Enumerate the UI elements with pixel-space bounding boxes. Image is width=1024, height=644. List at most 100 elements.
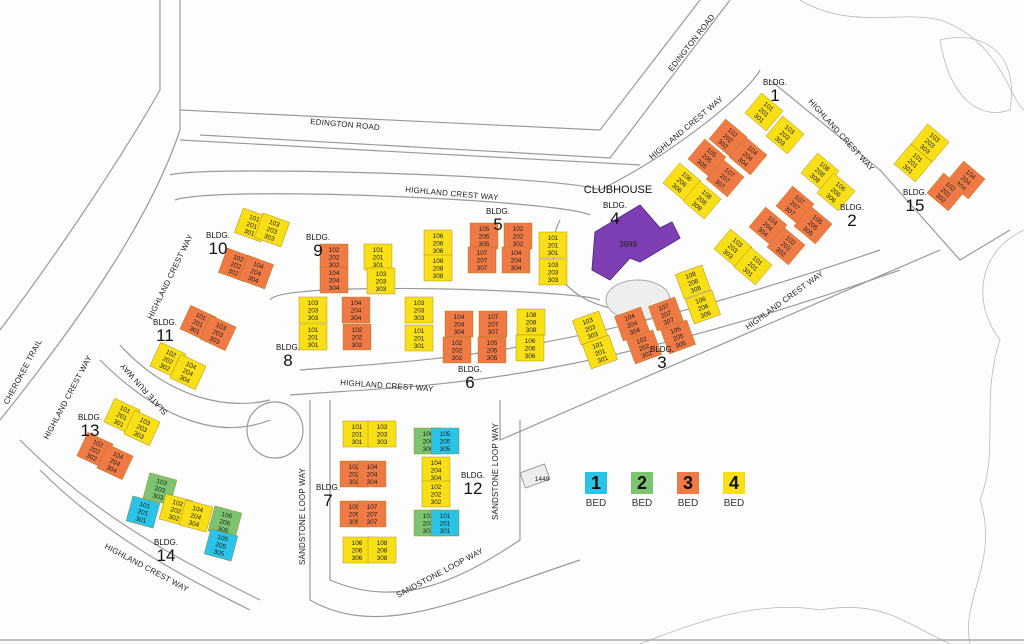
unit[interactable]: 108208308108 208 308 xyxy=(367,536,397,564)
building-6[interactable]: 103203303103 203 303101201301101 201 301… xyxy=(404,296,546,392)
unit[interactable]: 103203303103 203 303 xyxy=(765,115,805,155)
building-7[interactable]: 101201301101 201 301103203303103 203 303… xyxy=(316,420,397,564)
unit-number: 201 xyxy=(137,508,150,518)
unit[interactable]: 104204304104 204 304 xyxy=(319,266,349,294)
unit[interactable]: 104204304104 204 304 xyxy=(501,246,531,274)
clubhouse-building[interactable] xyxy=(591,204,681,281)
unit[interactable]: 104204304104 204 304 xyxy=(421,456,451,484)
building-1449[interactable]: 1449 xyxy=(519,463,551,489)
unit[interactable]: 105205305105 205 305 xyxy=(469,222,499,250)
unit[interactable]: 104204304104 204 304 xyxy=(946,160,986,200)
unit-shape-4-bed xyxy=(404,296,434,324)
unit[interactable]: 101201301101 201 301 xyxy=(733,246,773,286)
unit[interactable]: 101201301101 201 301 xyxy=(582,334,618,370)
unit[interactable]: 106206306106 206 306 xyxy=(685,289,721,325)
unit[interactable]: 102202302102 202 302 xyxy=(766,226,806,266)
unit-number: 101 xyxy=(352,424,363,431)
unit[interactable]: 107207307107 207 307 xyxy=(478,310,508,338)
unit[interactable]: 105205305105 205 305 xyxy=(793,205,833,245)
unit[interactable]: 103203303103 203 303 xyxy=(366,267,396,295)
unit[interactable]: 102202302102 202 302 xyxy=(342,323,372,351)
unit[interactable]: 107207307107 207 307 xyxy=(467,246,497,274)
building-5[interactable]: 106206306106 206 306108208308108 208 308… xyxy=(423,207,568,286)
unit-shape-4-bed xyxy=(910,123,950,163)
unit[interactable]: 103203303103 203 303 xyxy=(910,123,950,163)
unit[interactable]: 106206306106 206 306 xyxy=(423,229,453,257)
unit[interactable]: 104204304104 204 304 xyxy=(728,136,768,176)
unit[interactable]: 104204304104 204 304 xyxy=(341,296,371,324)
unit[interactable]: 103203303103 203 303 xyxy=(367,420,397,448)
unit[interactable]: 103203303103 203 303 xyxy=(254,212,290,248)
building-14[interactable]: 103203303103 203 303101201301101 201 301… xyxy=(125,472,243,565)
unit[interactable]: 102202302102 202 302 xyxy=(319,243,349,271)
building-2[interactable]: 108208308108 208 308106206306106 206 306… xyxy=(713,152,864,286)
unit[interactable]: 104204304104 204 304 xyxy=(238,254,274,290)
unit[interactable]: 101201301101 201 301 xyxy=(538,231,568,259)
building-3[interactable]: 103203303103 203 303101201301101 201 301… xyxy=(572,264,721,372)
unit-shape-3-bed xyxy=(926,172,966,212)
unit[interactable]: 107207307107 207 307 xyxy=(705,158,745,198)
unit[interactable]: 101201301101 201 301 xyxy=(125,495,161,529)
building-12[interactable]: 106206306106 206 306105205305105 205 305… xyxy=(413,427,485,537)
unit-number: 203 xyxy=(211,328,224,339)
unit-number: 206 xyxy=(352,548,363,555)
unit[interactable]: 103203303103 203 303 xyxy=(538,258,568,286)
unit-number: 302 xyxy=(85,452,98,463)
unit-number: 103 xyxy=(581,317,594,327)
building-9[interactable]: 102202302102 202 302104204304104 204 304… xyxy=(306,233,396,295)
unit[interactable]: 104204304104 204 304 xyxy=(444,310,474,338)
unit[interactable]: 105205305105 205 305 xyxy=(660,319,696,355)
unit[interactable]: 101201301101 201 301 xyxy=(893,143,933,183)
unit[interactable]: 105205305105 205 305 xyxy=(203,528,239,562)
unit[interactable]: 104204304104 204 304 xyxy=(96,444,134,480)
unit[interactable]: 106206306106 206 306 xyxy=(515,334,545,362)
unit[interactable]: 102202302102 202 302 xyxy=(421,480,451,508)
unit[interactable]: 108208308108 208 308 xyxy=(682,180,722,220)
unit[interactable]: 103203303103 203 303 xyxy=(404,296,434,324)
unit-number: 202 xyxy=(352,335,363,342)
unit[interactable]: 105205305105 205 305 xyxy=(430,427,460,455)
unit-shape-3-bed xyxy=(467,246,497,274)
building-4[interactable]: BLDG.4 xyxy=(603,201,627,228)
unit[interactable]: 104204304104 204 304 xyxy=(178,499,214,533)
unit[interactable]: 108208308108 208 308 xyxy=(516,308,546,336)
unit-shape-3-bed xyxy=(357,460,387,488)
unit[interactable]: 104204304104 204 304 xyxy=(169,354,207,390)
unit[interactable]: 107207307107 207 307 xyxy=(357,500,387,528)
unit-number: 204 xyxy=(108,457,121,468)
unit[interactable]: 104204304104 204 304 xyxy=(357,460,387,488)
unit[interactable]: 103203303103 203 303 xyxy=(298,296,328,324)
building-number: 5 xyxy=(493,215,502,234)
building-15[interactable]: 103203303103 203 303101201301101 201 301… xyxy=(893,123,986,215)
unit[interactable]: 106206306106 206 306 xyxy=(342,536,372,564)
unit[interactable]: 102202302102 202 302 xyxy=(442,336,472,364)
unit-shape-3-bed xyxy=(238,254,274,290)
unit[interactable]: 102202302102 202 302 xyxy=(926,172,966,212)
unit[interactable]: 104204304104 204 304 xyxy=(614,306,650,342)
unit[interactable]: 108208308108 208 308 xyxy=(675,264,711,300)
unit[interactable]: 101201301101 201 301 xyxy=(430,509,460,537)
unit-number: 108 xyxy=(377,540,388,547)
unit[interactable]: 108208308108 208 308 xyxy=(423,254,453,282)
unit[interactable]: 105205305105 205 305 xyxy=(477,336,507,364)
unit[interactable]: 101201301101 201 301 xyxy=(342,420,372,448)
building-label-prefix: BLDG. xyxy=(153,318,177,327)
unit[interactable]: 103203303103 203 303 xyxy=(123,410,161,446)
building-10[interactable]: 101201301101 201 301103203303103 203 303… xyxy=(206,207,290,290)
unit[interactable]: 102202302102 202 302 xyxy=(626,329,662,365)
building-1[interactable]: 101201301101 201 301103203303103 203 303… xyxy=(662,78,805,220)
unit[interactable]: 106206306106 206 306 xyxy=(816,172,856,212)
unit[interactable]: 101201301101 201 301 xyxy=(363,243,393,271)
unit-shape-3-bed xyxy=(469,222,499,250)
legend-label: BED xyxy=(723,498,745,509)
unit-number: 107 xyxy=(477,250,488,257)
unit[interactable]: 102202302102 202 302 xyxy=(503,222,533,250)
unit[interactable]: 101201301101 201 301 xyxy=(744,92,784,132)
unit[interactable]: 101201301101 201 301 xyxy=(298,323,328,351)
unit[interactable]: 101201301101 201 301 xyxy=(404,324,434,352)
unit[interactable]: 107207307107 207 307 xyxy=(648,296,684,332)
building-8[interactable]: 103203303103 203 303101201301101 201 301… xyxy=(276,296,372,370)
unit[interactable]: 103203303103 203 303 xyxy=(199,315,237,351)
